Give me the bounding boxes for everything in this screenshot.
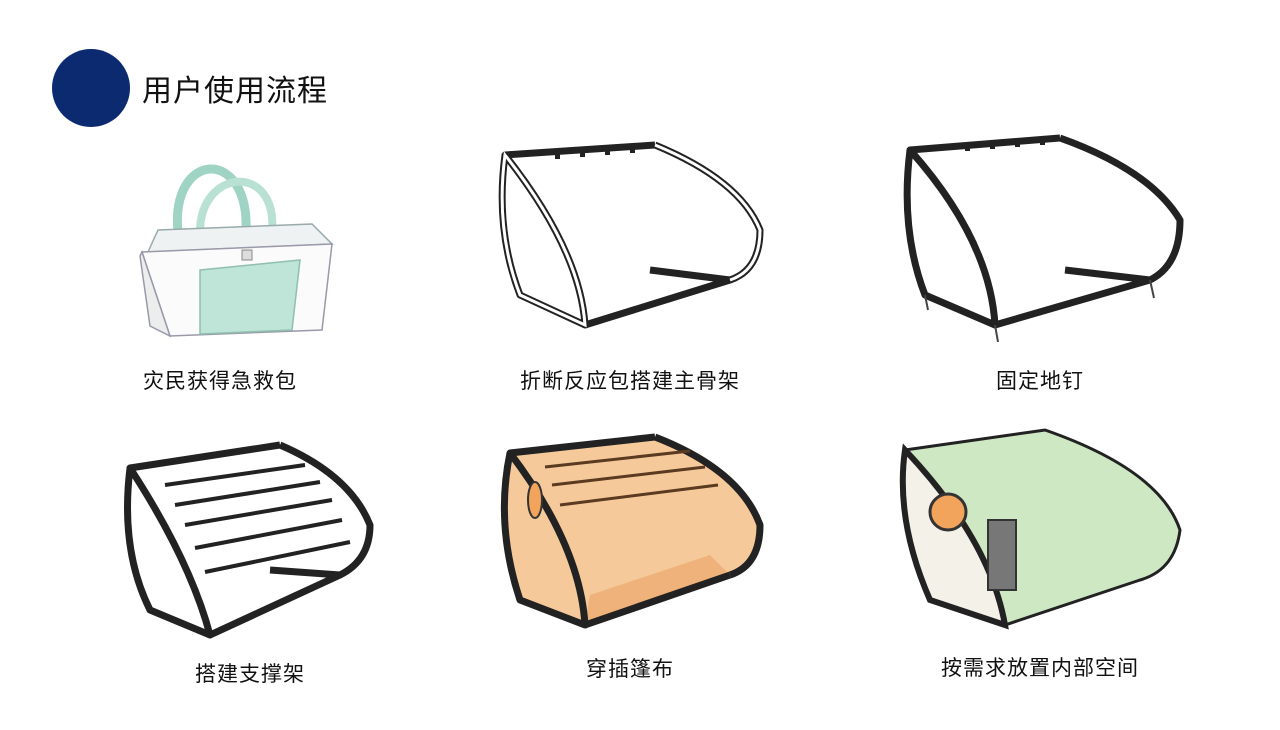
main-frame-icon [498, 141, 764, 329]
step-label: 穿插篷布 [586, 657, 674, 681]
step-label: 固定地钉 [996, 369, 1084, 393]
step-2: 折断反应包搭建主骨架 [460, 130, 800, 430]
step-label: 折断反应包搭建主骨架 [520, 369, 740, 393]
page-title: 用户使用流程 [142, 74, 328, 109]
step-5: 穿插篷布 [460, 425, 800, 725]
step-label: 灾民获得急救包 [143, 369, 297, 393]
accent-dot-icon [52, 49, 130, 127]
emergency-bag-icon [139, 164, 334, 338]
page-header: 用户使用流程 [52, 49, 328, 127]
support-frame-icon [124, 441, 374, 639]
ground-stake-frame-icon [903, 134, 1184, 343]
step-3: 固定地钉 [870, 120, 1210, 420]
finished-shelter-icon [899, 428, 1182, 630]
step-1: 灾民获得急救包 [50, 140, 390, 440]
step-4: 搭建支撑架 [80, 430, 420, 730]
tarp-shelter-icon [500, 433, 764, 629]
step-label: 按需求放置内部空间 [941, 656, 1139, 680]
step-6: 按需求放置内部空间 [870, 420, 1210, 720]
step-label: 搭建支撑架 [195, 662, 305, 686]
